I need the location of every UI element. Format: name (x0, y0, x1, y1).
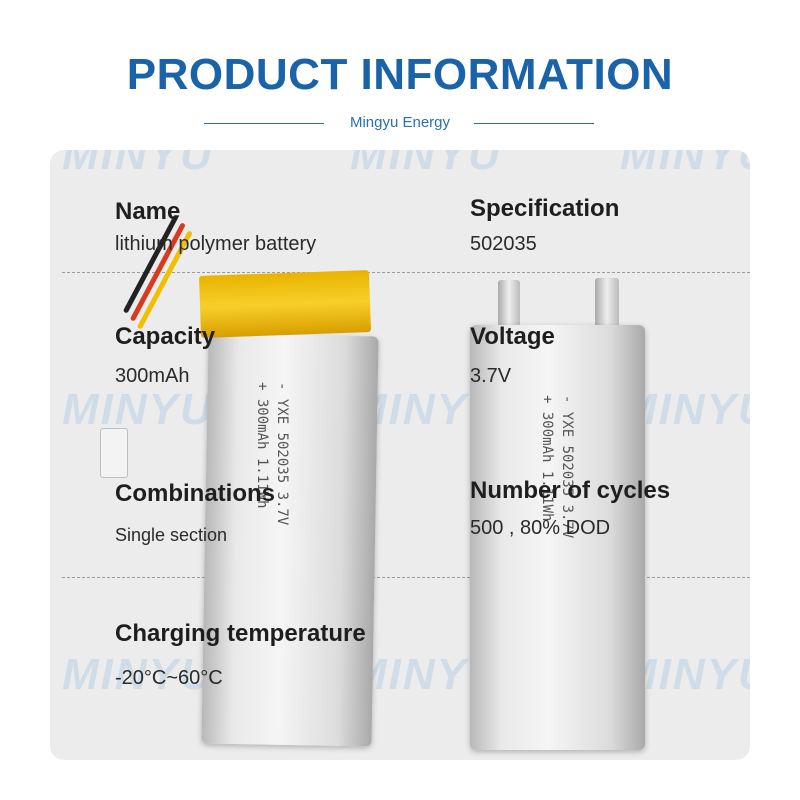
cycles-label: Number of cycles (470, 477, 671, 504)
subtitle-rule-right (474, 123, 594, 124)
name-label: Name (115, 198, 181, 225)
watermark-logo: MINYU (620, 150, 750, 179)
capacity-label: Capacity (115, 323, 216, 350)
watermark-logo: MINYU (62, 385, 214, 434)
specification-label: Specification (470, 195, 620, 222)
capacity-value: 300mAh (115, 365, 190, 387)
battery-print-line1: - YXE 502035 3.7V (274, 382, 290, 526)
combinations-value: Single section (115, 525, 228, 545)
row-divider (62, 272, 750, 273)
brand-subtitle: Mingyu Energy (349, 114, 451, 131)
name-value: lithium polymer battery (115, 233, 317, 255)
wire-connector (100, 428, 128, 478)
charging-temperature-value: -20°C~60°C (115, 667, 223, 689)
voltage-label: Voltage (470, 323, 555, 350)
watermark-logo: MINYU (62, 650, 214, 699)
voltage-value: 3.7V (470, 365, 512, 387)
battery-body (201, 333, 379, 747)
row-divider (62, 577, 750, 578)
charging-temperature-label: Charging temperature (115, 620, 366, 647)
spec-panel: MINYU MINYU MINYU MINYU MINYU MINYU MINY… (50, 150, 750, 760)
combinations-label: Combinations (115, 480, 275, 507)
subtitle-row: Mingyu Energy (0, 112, 800, 134)
specification-value: 502035 (470, 233, 537, 255)
page-title: PRODUCT INFORMATION (126, 50, 674, 99)
watermark-logo: MINYU (350, 150, 502, 179)
battery-tape (198, 270, 372, 338)
watermark-logo: MINYU (62, 150, 214, 179)
subtitle-rule-left (204, 123, 324, 124)
cycles-value: 500 , 80% DOD (470, 517, 611, 539)
battery-body (470, 325, 645, 750)
